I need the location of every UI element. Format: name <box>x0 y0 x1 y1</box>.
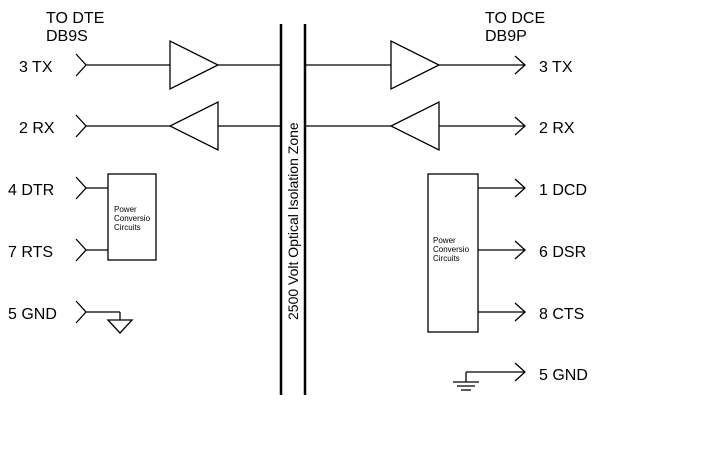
dce-title-line2: DB9P <box>485 28 527 45</box>
dce-cts-label: 8 CTS <box>539 306 584 323</box>
connector-chevron-icon <box>75 53 87 77</box>
dce-dsr-line: 6 DSR <box>478 240 586 261</box>
dte-rx-label: 2 RX <box>19 120 55 137</box>
dce-power-box-line1: Power <box>433 236 456 245</box>
arrow-right-icon <box>514 302 526 322</box>
dce-rx-label: 2 RX <box>539 120 575 137</box>
dce-power-box-line3: Circuits <box>433 254 460 263</box>
connector-chevron-icon <box>75 176 87 200</box>
arrow-right-icon <box>514 116 526 136</box>
dte-header: TO DTE DB9S <box>46 10 104 45</box>
ground-symbol-icon <box>106 319 134 334</box>
buffer-right-icon <box>390 39 441 91</box>
dce-power-box-line2: Conversio <box>433 245 470 254</box>
connector-chevron-icon <box>75 238 87 262</box>
dte-power-box-line2: Conversio <box>114 214 151 223</box>
dte-power-box-line1: Power <box>114 205 137 214</box>
buffer-left-icon <box>389 100 440 152</box>
buffer-right-icon <box>169 39 220 91</box>
dce-dcd-line: 1 DCD <box>478 178 587 199</box>
isolation-zone-label: 2500 Volt Optical Isolation Zone <box>285 122 301 320</box>
dte-dtr-line: 4 DTR <box>8 176 108 200</box>
dte-gnd-label: 5 GND <box>8 306 57 323</box>
dce-gnd-line: 5 GND <box>453 362 588 391</box>
arrow-right-icon <box>514 55 526 75</box>
dce-dsr-label: 6 DSR <box>539 244 586 261</box>
dte-rts-line: 7 RTS <box>8 238 108 262</box>
dce-dcd-label: 1 DCD <box>539 182 587 199</box>
arrow-right-icon <box>514 362 526 382</box>
dte-title-line2: DB9S <box>46 28 88 45</box>
dte-tx-line: 3 TX <box>19 39 281 91</box>
dce-header: TO DCE DB9P <box>485 10 545 45</box>
arrow-right-icon <box>514 240 526 260</box>
dce-title-line1: TO DCE <box>485 10 545 27</box>
arrow-right-icon <box>514 178 526 198</box>
dce-cts-line: 8 CTS <box>478 302 584 323</box>
ground-symbol-icon <box>453 381 479 391</box>
dce-tx-label: 3 TX <box>539 59 573 76</box>
dte-rx-line: 2 RX <box>19 100 281 152</box>
dce-tx-line: 3 TX <box>305 39 573 91</box>
connector-chevron-icon <box>75 300 87 324</box>
dte-power-box-line3: Circuits <box>114 223 141 232</box>
dte-gnd-line: 5 GND <box>8 300 134 334</box>
dte-title-line1: TO DTE <box>46 10 104 27</box>
dte-dtr-label: 4 DTR <box>8 182 54 199</box>
dte-tx-label: 3 TX <box>19 59 53 76</box>
connector-chevron-icon <box>75 114 87 138</box>
dce-power-conversion-box: Power Conversio Circuits <box>427 173 479 333</box>
dce-rx-line: 2 RX <box>305 100 575 152</box>
dce-gnd-label: 5 GND <box>539 367 588 384</box>
dte-power-conversion-box: Power Conversio Circuits <box>107 173 157 261</box>
buffer-left-icon <box>168 100 219 152</box>
dte-rts-label: 7 RTS <box>8 244 53 261</box>
